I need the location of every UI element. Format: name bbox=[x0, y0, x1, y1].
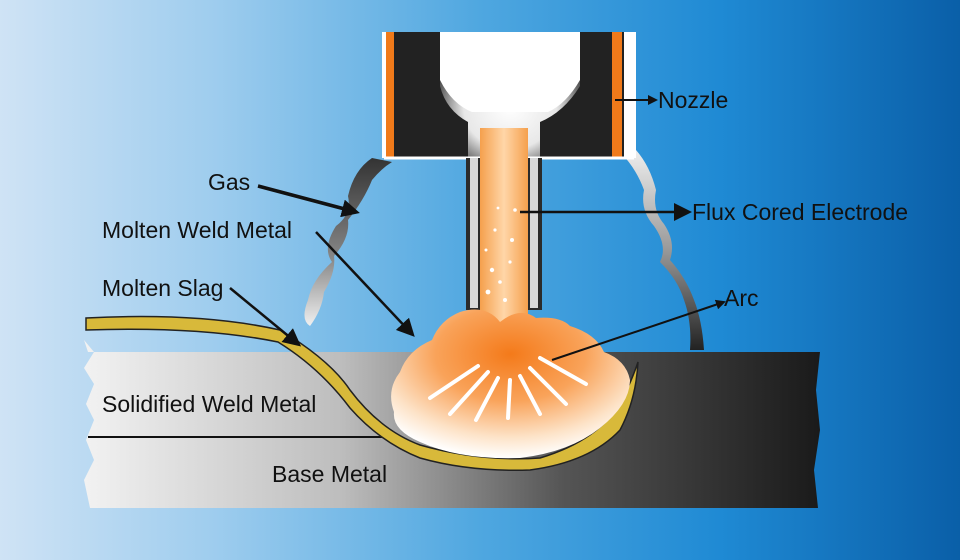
arrow-molten-weld-metal bbox=[315, 231, 415, 337]
molten-slag-layer bbox=[85, 315, 639, 471]
leader-arrows bbox=[229, 95, 726, 361]
label-arc: Arc bbox=[724, 285, 759, 311]
electrode-tube bbox=[466, 128, 542, 328]
arrow-gas bbox=[257, 184, 360, 218]
label-nozzle: Nozzle bbox=[658, 87, 728, 113]
label-flux-cored-electrode: Flux Cored Electrode bbox=[692, 199, 908, 225]
label-molten-weld-metal: Molten Weld Metal bbox=[102, 217, 292, 243]
weld-pool bbox=[391, 309, 630, 459]
label-solidified-weld-metal: Solidified Weld Metal bbox=[102, 391, 316, 417]
gas-plume-left bbox=[304, 158, 392, 326]
nozzle bbox=[382, 32, 636, 160]
label-base-metal: Base Metal bbox=[272, 461, 387, 487]
label-gas: Gas bbox=[208, 169, 250, 195]
arrow-molten-slag bbox=[229, 287, 302, 347]
label-molten-slag: Molten Slag bbox=[102, 275, 223, 301]
gas-plume-right bbox=[620, 150, 704, 350]
arrow-arc bbox=[551, 299, 726, 361]
